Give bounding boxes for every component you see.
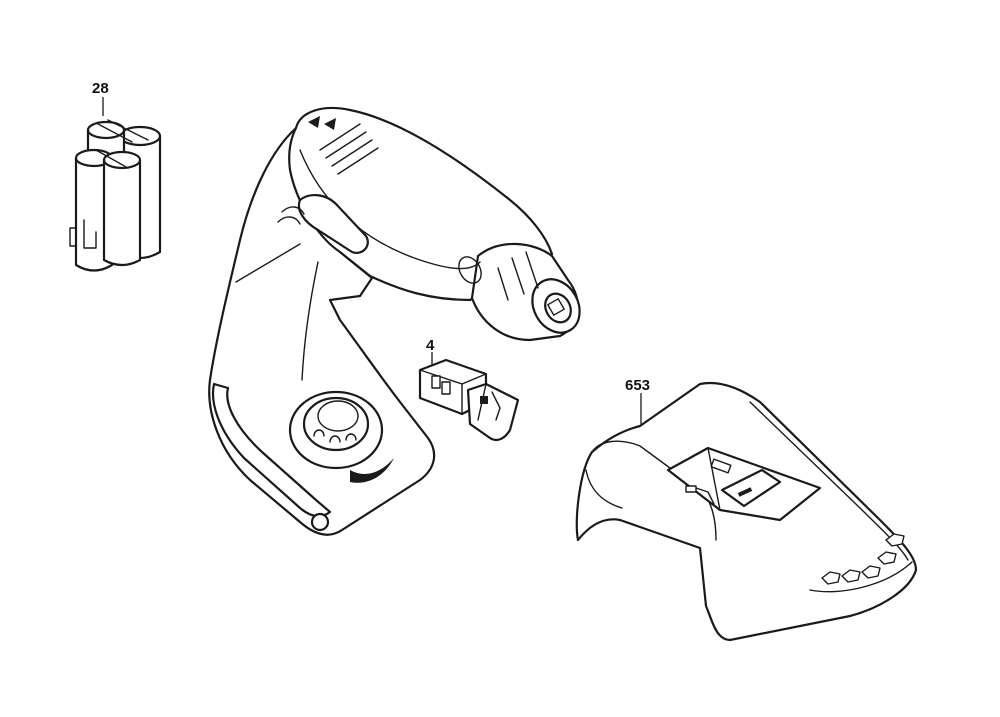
charger-part[interactable]	[575, 381, 918, 642]
callout-28: 28	[92, 80, 109, 97]
switch-module-part[interactable]	[418, 358, 520, 441]
callout-653: 653	[625, 377, 650, 394]
charger-led-indicators	[821, 533, 905, 585]
screwdriver-body-part[interactable]	[208, 106, 589, 536]
battery-pack-part[interactable]	[69, 119, 162, 272]
callout-4: 4	[426, 337, 435, 354]
